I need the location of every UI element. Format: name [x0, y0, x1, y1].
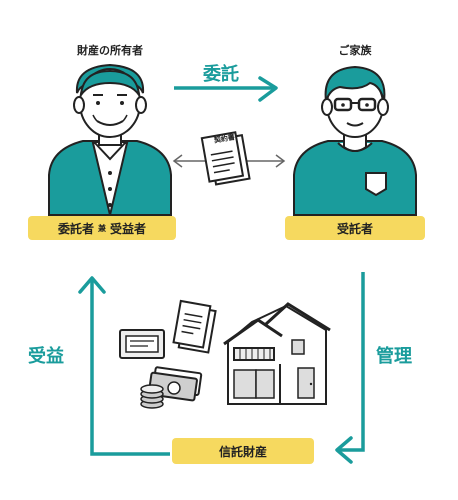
family-title: ご家族 [338, 44, 372, 57]
connector-label: 兼 [98, 223, 106, 233]
owner-title: 財産の所有者 [77, 44, 143, 57]
contract-document-icon [200, 131, 251, 186]
family-role-label: 受託者 [285, 216, 425, 240]
documents-icon [172, 299, 217, 354]
entrust-arrow-icon [174, 76, 278, 102]
house-icon [223, 302, 331, 405]
benefit-arrow-icon [78, 276, 170, 456]
cash-and-coins-icon [140, 366, 203, 409]
beneficiary-label: 受益者 [110, 221, 147, 236]
certificate-icon [119, 329, 165, 359]
benefit-label: 受益 [28, 346, 64, 367]
entrust-label: 委託 [203, 64, 239, 85]
owner-role-label: 委託者 兼 受益者 [28, 216, 176, 240]
trust-property-label: 信託財産 [172, 438, 314, 464]
settlor-label: 委託者 [57, 221, 94, 236]
management-arrow-icon [335, 272, 365, 464]
elderly-person-icon [48, 63, 172, 216]
young-person-icon [293, 65, 417, 216]
manage-label: 管理 [376, 346, 412, 367]
